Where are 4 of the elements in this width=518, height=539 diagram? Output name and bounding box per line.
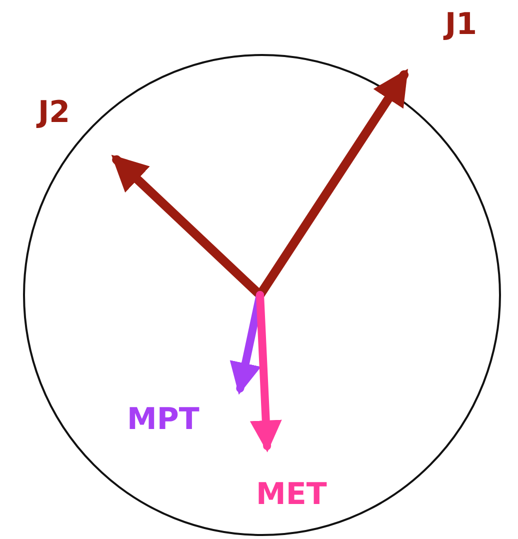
vector-label: MET [256, 480, 327, 510]
vector-label: J1 [445, 10, 478, 40]
vector-label: MPT [127, 405, 200, 435]
vector-label: J2 [38, 98, 70, 128]
